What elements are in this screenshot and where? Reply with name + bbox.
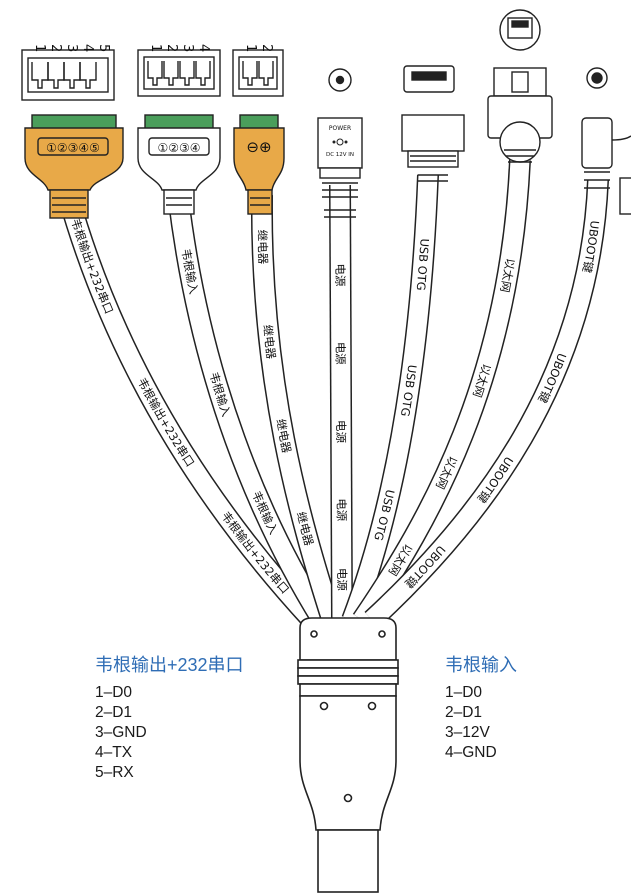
plug-pin-label: ①②③④⑤ <box>46 141 100 155</box>
cable-label-relay: 继电器 <box>261 324 279 360</box>
legend-title: 韦根输出+232串口 <box>95 655 244 675</box>
cable-label-usb: USB OTG <box>414 238 432 291</box>
legend-line: 5–RX <box>95 764 134 781</box>
cable-label-relay: 继电器 <box>255 230 270 265</box>
power-plug-text: DC 12V IN <box>326 152 354 158</box>
legend-line: 3–12V <box>445 724 490 741</box>
cable-label-power: 电源 <box>333 342 347 365</box>
cable-label-wiegand-out: 韦根输出+232串口 <box>135 375 198 469</box>
plug-pin-label: ⊖⊕ <box>246 138 271 156</box>
legend-title: 韦根输入 <box>445 655 517 675</box>
pin-number: 2 <box>164 44 179 52</box>
usb-connector <box>401 65 465 182</box>
main-connector <box>297 617 399 893</box>
cable-label-power: 电源 <box>333 263 347 287</box>
pin-number: 5 <box>96 44 111 52</box>
ethernet-connector <box>487 9 553 163</box>
legend-line: 3–GND <box>95 724 147 741</box>
wiegand-in-plug <box>137 49 221 215</box>
pin-number: 1 <box>148 44 163 52</box>
relay-plug <box>232 49 285 215</box>
cable-label-power: 电源 <box>334 420 348 444</box>
cable-label-ethernet: 以太网 <box>498 257 518 293</box>
wiegand-out-plug <box>21 49 124 219</box>
legend-line: 4–GND <box>445 744 497 761</box>
plug-pin-label: ①②③④ <box>157 141 200 155</box>
legend-line: 1–D0 <box>445 684 483 701</box>
pin-number: 4 <box>196 44 211 52</box>
pin-number: 2 <box>259 44 274 52</box>
legend-wiegand-out: 韦根输出+232串口 1–D0 2–D1 3–GND 4–TX 5–RX <box>95 651 244 783</box>
pin-number: 1 <box>32 44 47 52</box>
pin-number: 2 <box>48 44 63 52</box>
uboot-button-connector <box>581 67 631 215</box>
legend-line: 4–TX <box>95 744 133 761</box>
pin-number: 3 <box>64 44 79 52</box>
pin-number: 3 <box>180 44 195 52</box>
cable-label-wiegand-out: 韦根输出+232串口 <box>68 217 116 316</box>
legend-line: 2–D1 <box>95 704 133 721</box>
cable-label-power: 电源 <box>334 498 348 522</box>
polarity-icon <box>332 138 348 146</box>
cable-label-power: 电源 <box>335 568 349 592</box>
cable-label-relay: 继电器 <box>274 418 294 455</box>
legend-line: 1–D0 <box>95 684 133 701</box>
legend-line: 2–D1 <box>445 704 483 721</box>
pin-number: 1 <box>243 44 258 52</box>
pin-number: 4 <box>80 44 95 52</box>
legend-wiegand-in: 韦根输入 1–D0 2–D1 3–12V 4–GND <box>445 651 517 763</box>
power-plug-text: POWER <box>329 125 351 132</box>
